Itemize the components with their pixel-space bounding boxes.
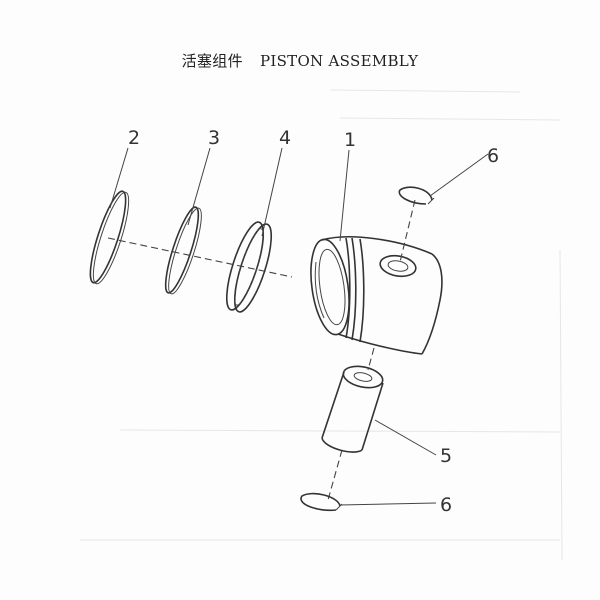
ring-center-line [107,237,293,278]
pin-axis-middle [367,347,375,371]
title-english: PISTON ASSEMBLY [259,52,419,70]
callout-6-bottom: 6 [440,494,452,516]
background-scan-marks [80,89,563,561]
callout-3: 3 [208,127,220,149]
diagram-title: 活塞组件 PISTON ASSEMBLY [0,50,600,71]
piston-body [310,236,443,355]
circlip-bottom [300,492,343,512]
title-chinese: 活塞组件 [181,52,243,70]
circlip-top [398,186,435,205]
piston-pin [321,365,384,453]
piston-ring-3 [164,206,202,295]
leader-lines [109,147,489,506]
pin-axis-lower [327,449,343,501]
pin-axis-upper [399,199,416,263]
piston-ring-4-oil-ring [225,221,273,313]
piston-ring-2 [89,190,130,285]
callout-5: 5 [440,445,452,467]
callout-6-top: 6 [487,145,499,167]
callout-1: 1 [344,129,356,151]
callout-4: 4 [279,127,291,149]
callout-2: 2 [128,127,140,149]
